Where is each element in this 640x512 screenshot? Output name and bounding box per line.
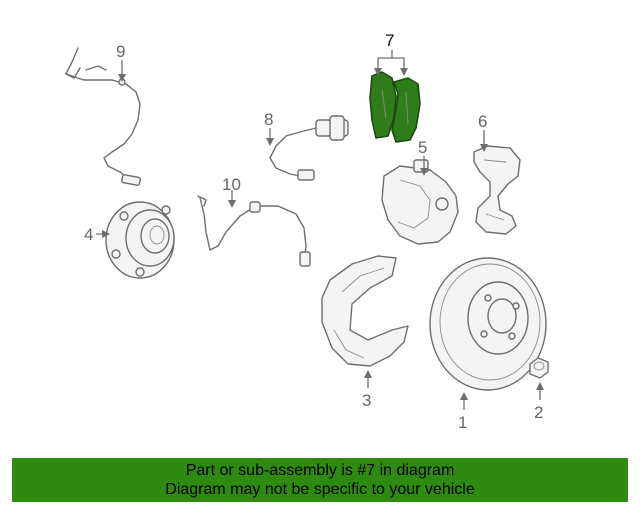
callout-4: 4 bbox=[84, 225, 93, 244]
banner-line-2: Diagram may not be specific to your vehi… bbox=[165, 481, 475, 498]
callout-1: 1 bbox=[458, 413, 467, 432]
callout-3: 3 bbox=[362, 391, 371, 410]
abs-sensor-cable-part-9[interactable] bbox=[65, 47, 141, 186]
callout-10: 10 bbox=[222, 175, 241, 194]
callout-7: 7 bbox=[385, 31, 394, 50]
caliper-bracket-part-6[interactable] bbox=[473, 145, 521, 235]
brake-pads-part-7[interactable] bbox=[369, 71, 421, 143]
callout-leaders bbox=[96, 50, 544, 410]
bolt-part-2[interactable] bbox=[529, 357, 549, 379]
wear-sensor-part-8[interactable] bbox=[269, 115, 349, 181]
brake-line-part-10[interactable] bbox=[197, 195, 311, 267]
callout-2: 2 bbox=[534, 403, 543, 422]
splash-shield-part-3[interactable] bbox=[321, 255, 409, 367]
info-banner: Part or sub-assembly is #7 in diagram Di… bbox=[12, 458, 628, 502]
brake-rotor-part-1[interactable] bbox=[429, 257, 547, 391]
callout-6: 6 bbox=[478, 112, 487, 131]
wheel-hub-part-4[interactable] bbox=[105, 201, 175, 279]
banner-line-1: Part or sub-assembly is #7 in diagram bbox=[185, 462, 455, 479]
callout-8: 8 bbox=[264, 110, 273, 129]
callout-5: 5 bbox=[418, 138, 427, 157]
brake-caliper-part-5[interactable] bbox=[381, 159, 459, 245]
callout-9: 9 bbox=[116, 42, 125, 61]
